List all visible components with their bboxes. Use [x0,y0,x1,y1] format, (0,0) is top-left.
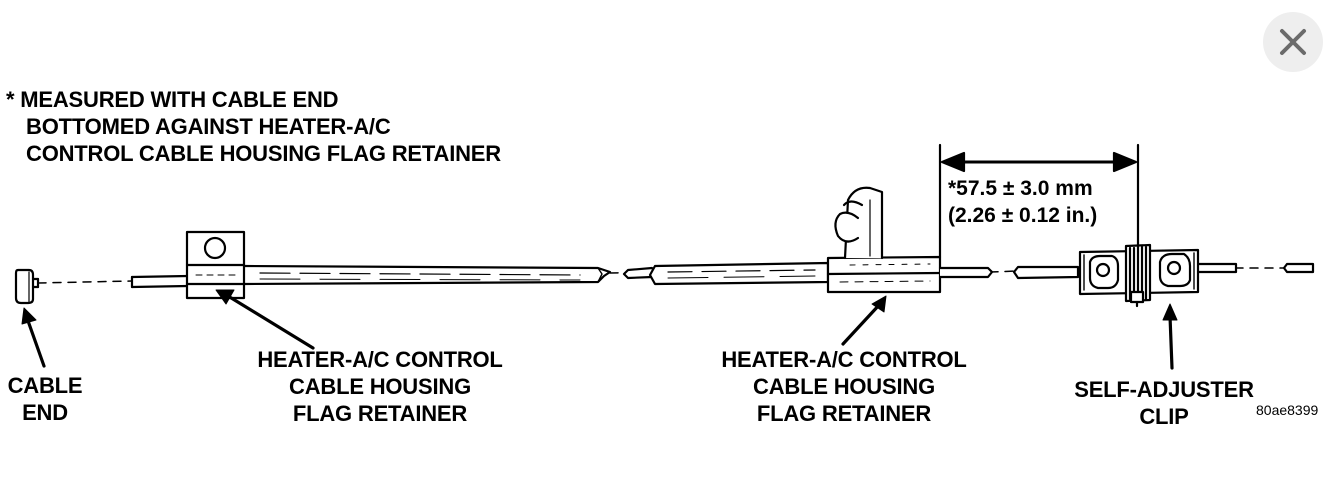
cable-end-part [14,268,40,305]
label-flag-retainer-left-line-3: FLAG RETAINER [292,401,468,426]
right-cable-housing [648,261,830,286]
measurement-note: * MEASURED WITH CABLE END BOTTOMED AGAIN… [6,86,501,167]
dimension-lines [938,143,1140,259]
core-wire-segments [938,262,1315,280]
label-cable-end-line-1: CABLE [7,373,83,398]
label-flag-retainer-left-line-2: CABLE HOUSING [289,374,471,399]
label-flag-retainer-left-line-1: HEATER-A/C CONTROL [257,347,503,372]
label-self-adjuster-line-1: SELF-ADJUSTER [1074,377,1254,402]
label-cable-end-line-2: END [22,400,68,425]
right-flag-retainer-part [826,186,942,294]
note-line-1: * MEASURED WITH CABLE END [6,87,339,112]
label-flag-retainer-right-line-3: FLAG RETAINER [756,401,932,426]
left-flag-retainer-part [185,230,246,300]
left-cable-housing [242,264,612,286]
figure-code: 80ae8399 [1256,402,1319,418]
dimension-metric: *57.5 ± 3.0 mm [948,177,1093,200]
leader-arrows [21,289,1178,370]
label-flag-retainer-left: HEATER-A/C CONTROL CABLE HOUSING FLAG RE… [238,346,522,427]
dimension-label: *57.5 ± 3.0 mm (2.26 ± 0.12 in.) [948,175,1097,229]
label-flag-retainer-right-line-2: CABLE HOUSING [753,374,935,399]
note-line-2: BOTTOMED AGAINST HEATER-A/C [26,114,391,139]
label-flag-retainer-right: HEATER-A/C CONTROL CABLE HOUSING FLAG RE… [702,346,986,427]
self-adjuster-clip-part [1078,243,1200,308]
left-cable-wire [130,274,190,289]
close-button[interactable] [1263,12,1323,72]
label-cable-end: CABLE END [0,372,90,426]
label-flag-retainer-right-line-1: HEATER-A/C CONTROL [721,347,967,372]
dimension-imperial: (2.26 ± 0.12 in.) [948,204,1098,227]
note-line-3: CONTROL CABLE HOUSING FLAG RETAINER [26,141,501,166]
close-icon [1280,29,1306,55]
label-self-adjuster-clip: SELF-ADJUSTER CLIP [1054,376,1274,430]
label-self-adjuster-line-2: CLIP [1139,404,1189,429]
